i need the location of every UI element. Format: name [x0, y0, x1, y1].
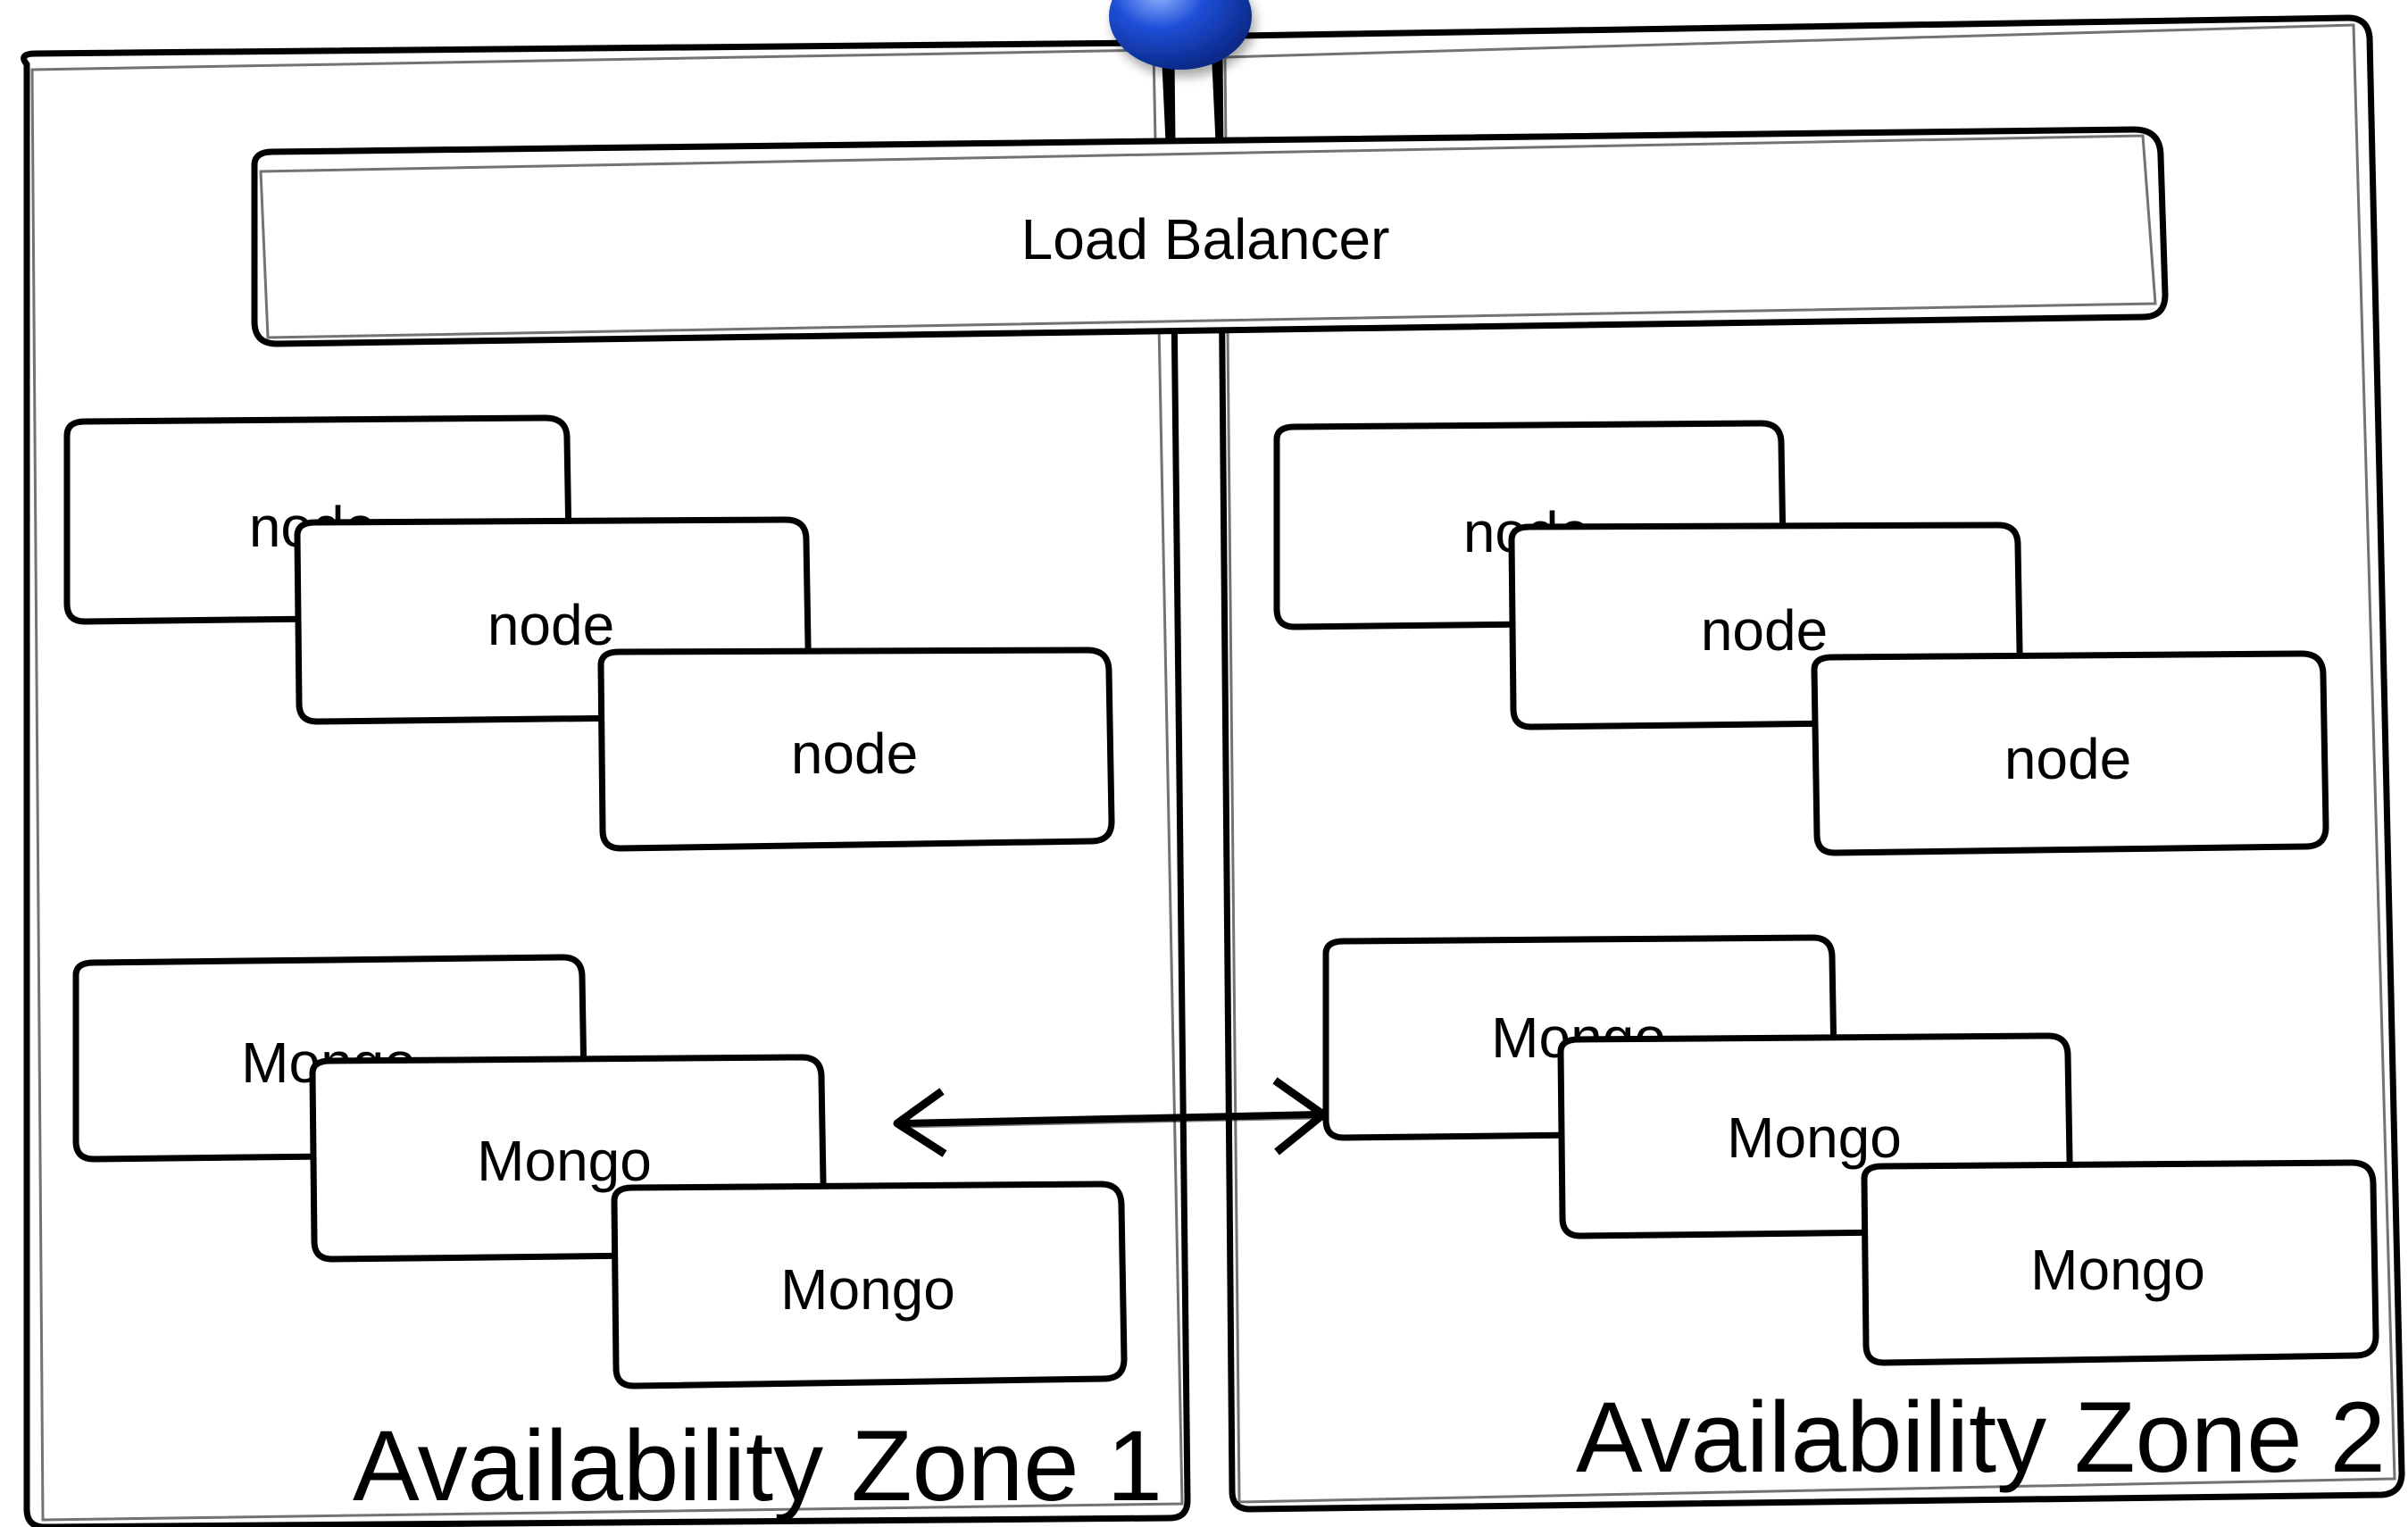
node-label: node: [791, 722, 918, 786]
mongo-label: Mongo: [477, 1129, 652, 1193]
node-label: node: [1701, 598, 1828, 663]
pushpin-icon: [1109, 0, 1252, 70]
zone-2-node-box-3: node: [1811, 650, 2329, 856]
zone-1-mongo-stack: Mongo Mongo Mongo: [72, 954, 1128, 1389]
load-balancer-label: Load Balancer: [1021, 207, 1390, 271]
double-arrow-icon: [893, 1077, 1328, 1157]
zone-1-node-stack: node node node: [63, 414, 1115, 852]
load-balancer: Load Balancer: [251, 126, 2169, 347]
zone-1-mongo-box-3: Mongo: [611, 1181, 1128, 1389]
mongo-label: Mongo: [2030, 1238, 2205, 1302]
zone-2-label: Availability Zone 2: [1576, 1381, 2386, 1493]
zone-1-node-box-3: node: [597, 647, 1115, 852]
zone-2-node-stack: node node node: [1273, 420, 2329, 856]
zone-1-label: Availability Zone 1: [353, 1410, 1162, 1522]
zone-2-mongo-stack: Mongo Mongo Mongo: [1322, 934, 2379, 1366]
mongo-label: Mongo: [780, 1257, 955, 1322]
node-label: node: [2004, 727, 2131, 791]
zone-2-mongo-box-3: Mongo: [1861, 1159, 2379, 1366]
mongo-label: Mongo: [1727, 1106, 1902, 1170]
node-label: node: [487, 593, 614, 657]
